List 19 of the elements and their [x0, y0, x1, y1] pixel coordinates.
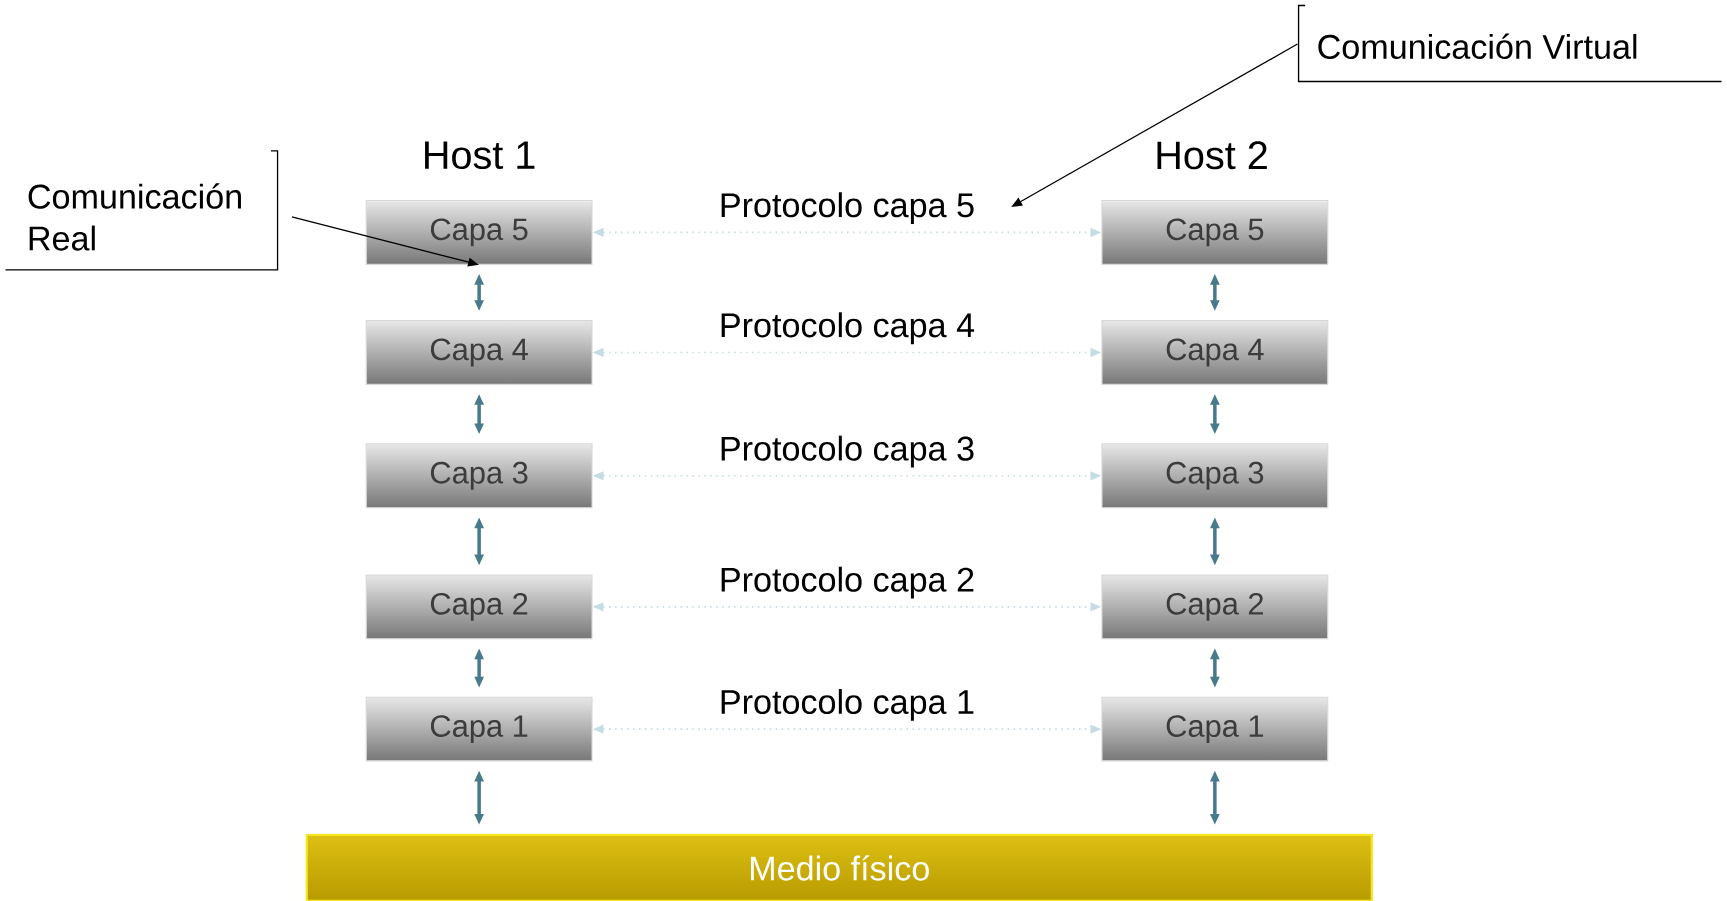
layer-box: Capa 1 [1101, 696, 1329, 762]
edge-label: Protocolo capa 3 [721, 435, 974, 468]
layer-box: Capa 3 [365, 443, 593, 509]
layer-box: Capa 5 [1101, 199, 1329, 265]
layer-box: Capa 2 [365, 574, 593, 640]
layer-box: Capa 2 [1101, 574, 1329, 640]
layer-box: Capa 3 [1101, 443, 1329, 509]
edge-label: Protocolo capa 4 [721, 312, 975, 345]
layer-box: Capa 4 [365, 320, 593, 385]
host-heading: Host 2 [1157, 141, 1267, 170]
callout-text: Comunicación Real [4, 150, 279, 271]
edge-label: Protocolo capa 1 [721, 689, 974, 721]
medium-bar: Medio físico [305, 833, 1373, 901]
callout-text: Comunicación Virtual [1297, 4, 1723, 83]
edge-label: Protocolo capa 5 [721, 192, 974, 225]
edge-label: Protocolo capa 2 [721, 566, 974, 599]
layer-box: Capa 5 [365, 199, 593, 265]
layer-box: Capa 4 [1101, 320, 1329, 385]
layer-box: Capa 1 [365, 696, 593, 762]
